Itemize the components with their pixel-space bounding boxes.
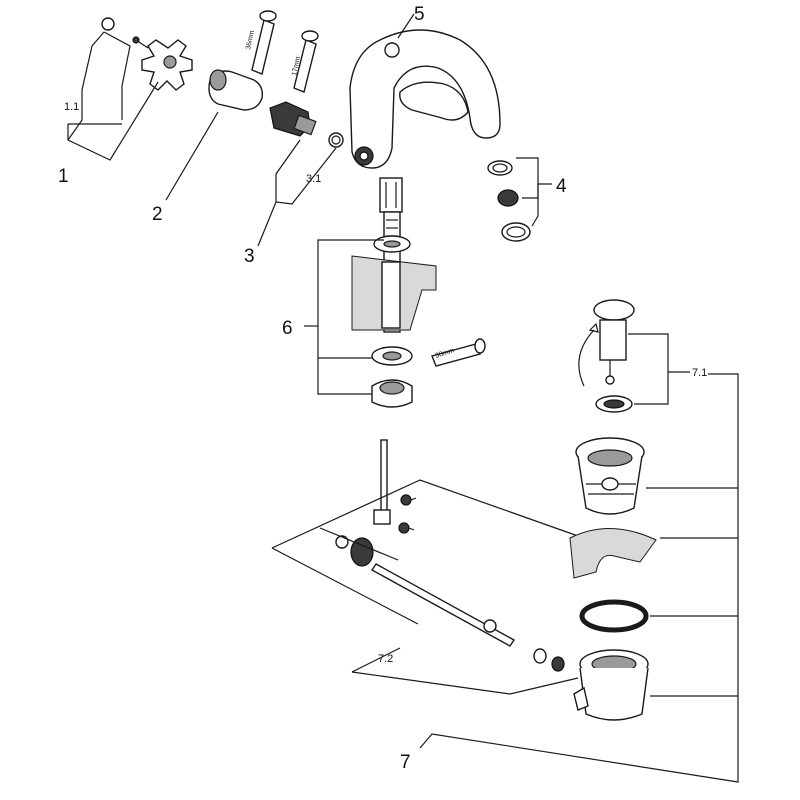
part-7-1-popup [578,299,690,413]
wrench-b-label: 17mm [291,56,302,77]
part-3-cartridge [257,101,344,247]
label-2: 2 [152,204,163,225]
wrench-a-label: 36mm [245,30,256,51]
label-1-1: 1.1 [64,101,79,113]
wrench-tool-b: 17mm [291,30,319,93]
label-4: 4 [556,176,567,197]
label-6: 6 [282,318,293,339]
part-5-spout [349,13,501,213]
part-1-handle [67,17,193,161]
part-6-mounting-set [304,211,437,408]
label-3-1: 3.1 [306,173,321,185]
label-5: 5 [414,4,425,25]
part-7-waste-body [419,373,739,783]
label-7-2: 7.2 [378,653,393,665]
callout-labels: 1 1.1 2 3 3.1 4 5 6 7 7.1 7.2 [58,4,707,773]
label-3: 3 [244,246,255,267]
wrench-tool-a: 36mm [245,10,277,75]
part-7-2-linkage [271,439,579,695]
label-7: 7 [400,752,411,773]
label-7-1: 7.1 [692,367,707,379]
part-2-handle-body [165,69,264,201]
wrench-tool-c: 30mm [431,338,486,367]
label-1: 1 [58,166,69,187]
part-4-aerator [487,157,552,242]
